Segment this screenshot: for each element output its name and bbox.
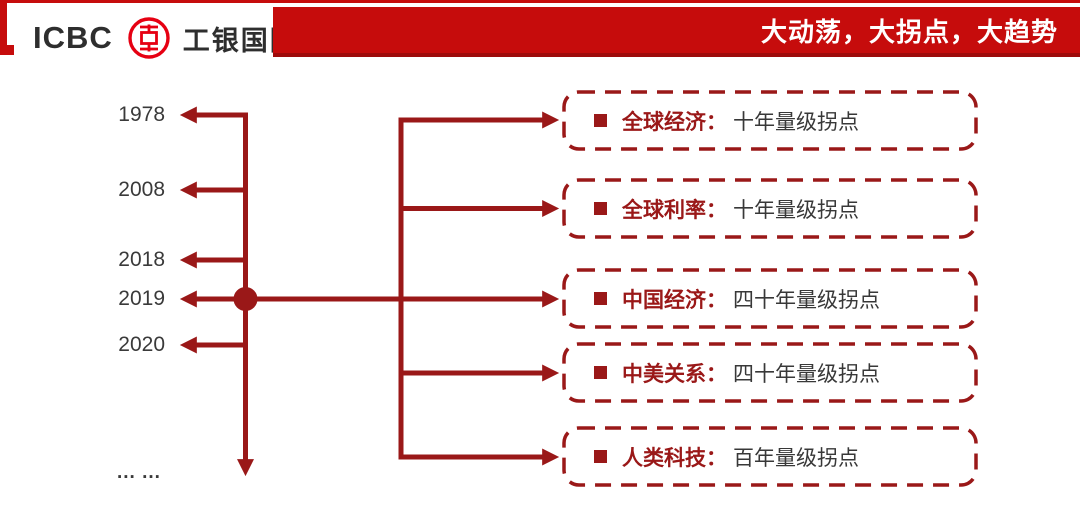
top-accent-line (0, 0, 1080, 3)
square-bullet-icon (594, 114, 607, 127)
connector-lines (179, 106, 560, 477)
callout-label: 人类科技： (622, 446, 727, 470)
banner-title: 大动荡，大拐点，大趋势 (760, 16, 1058, 47)
year-label-2020: 2020 (118, 333, 165, 356)
callout-label: 全球经济： (622, 110, 727, 134)
year-label-1978: 1978 (118, 103, 165, 126)
callout-border-4 (562, 342, 978, 403)
callout-label: 中国经济： (622, 288, 727, 312)
callout-border-5 (562, 426, 978, 487)
callout-desc: 百年量级拐点 (733, 446, 859, 470)
callout-desc: 四十年量级拐点 (733, 288, 880, 312)
left-accent-bracket (0, 0, 7, 55)
year-label-2019: 2019 (118, 287, 165, 310)
callout-border-2 (562, 178, 978, 239)
square-bullet-icon (594, 366, 607, 379)
callout-border-3 (562, 268, 978, 329)
callout-us-china-relations: 中美关系： 四十年量级拐点 (564, 344, 976, 401)
callout-human-technology: 人类科技： 百年量级拐点 (564, 428, 976, 485)
callout-china-economy: 中国经济： 四十年量级拐点 (564, 270, 976, 327)
year-label-2018: 2018 (118, 248, 165, 271)
callout-label: 全球利率： (622, 198, 727, 222)
year-label-2008: 2008 (118, 178, 165, 201)
square-bullet-icon (594, 292, 607, 305)
square-bullet-icon (594, 450, 607, 463)
callout-global-rates: 全球利率： 十年量级拐点 (564, 180, 976, 237)
icbc-coin-icon (128, 17, 170, 59)
callout-desc: 四十年量级拐点 (733, 362, 880, 386)
icbc-logo-text-en: ICBC (33, 20, 113, 55)
square-bullet-icon (594, 202, 607, 215)
callout-global-economy: 全球经济： 十年量级拐点 (564, 92, 976, 149)
callout-borders (562, 90, 978, 487)
callout-desc: 十年量级拐点 (733, 110, 859, 134)
callout-border-1 (562, 90, 978, 151)
callout-label: 中美关系： (622, 362, 727, 386)
title-banner: 大动荡，大拐点，大趋势 (273, 7, 1080, 57)
timeline-ellipsis: ... ... (117, 462, 161, 483)
callout-desc: 十年量级拐点 (733, 198, 859, 222)
timeline-node-2019 (233, 287, 258, 311)
left-accent-bracket-foot (0, 45, 14, 55)
